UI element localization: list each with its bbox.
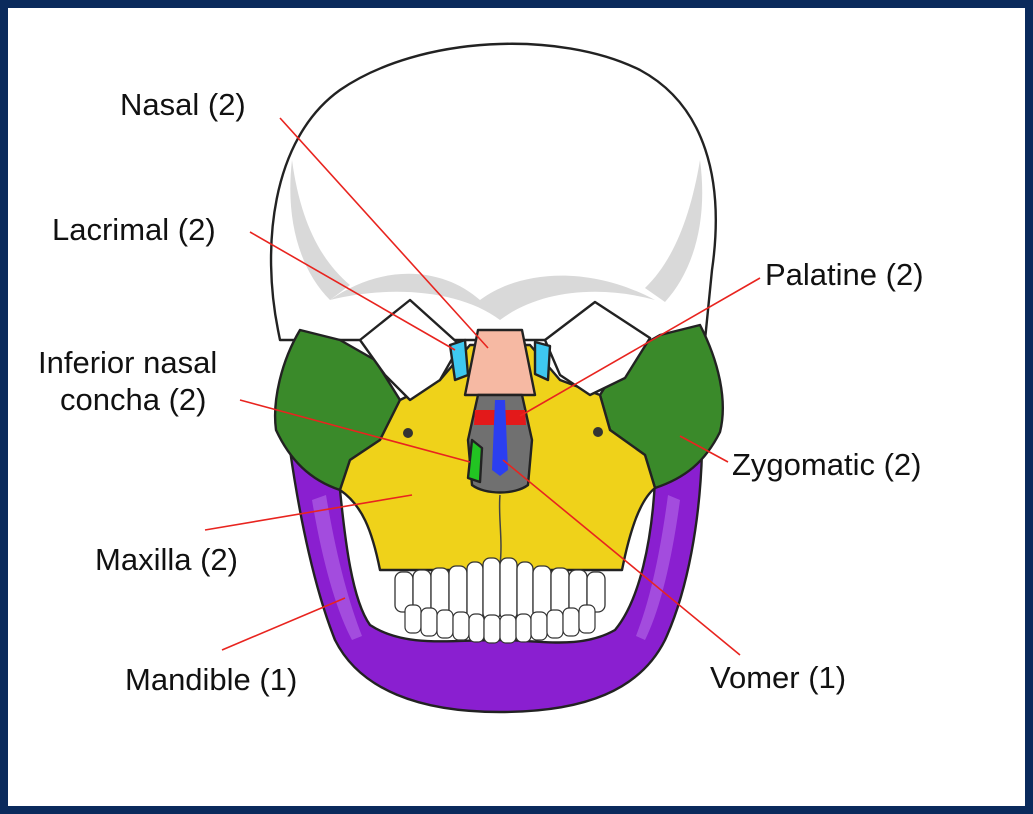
- upper-teeth: [394, 557, 606, 621]
- leader-concha: [239, 399, 471, 463]
- label-mandible: Mandible (1): [125, 662, 297, 697]
- leader-nasal: [279, 117, 489, 349]
- label-lacrimal: Lacrimal (2): [52, 212, 216, 247]
- mandible-highlight: [312, 495, 362, 640]
- leader-lines: [204, 117, 761, 656]
- leader-maxilla: [204, 494, 413, 531]
- label-zygomatic: Zygomatic (2): [732, 447, 921, 482]
- inferior-nasal-concha-left: [466, 438, 484, 484]
- infraorbital-foramen-left: [403, 428, 413, 438]
- label-maxilla: Maxilla (2): [95, 542, 238, 577]
- infraorbital-foramen-right: [593, 427, 603, 437]
- label-palatine: Palatine (2): [765, 257, 924, 292]
- nasal-bone: [463, 328, 537, 397]
- cranium-shading-right: [645, 160, 703, 302]
- leader-lacrimal: [249, 231, 456, 351]
- leader-vomer: [502, 459, 741, 656]
- mandible-highlight-right: [636, 495, 680, 640]
- cranium: [269, 42, 717, 342]
- label-concha-line2: concha (2): [60, 382, 206, 417]
- vomer-bone: [492, 400, 508, 476]
- orbit-left: [358, 298, 462, 402]
- brow-shading: [330, 273, 655, 320]
- leader-zygomatic: [679, 435, 729, 463]
- lacrimal-right: [533, 340, 552, 382]
- label-vomer: Vomer (1): [710, 660, 846, 695]
- leader-palatine: [519, 277, 761, 417]
- label-nasal: Nasal (2): [120, 87, 246, 122]
- label-concha-line1: Inferior nasal: [38, 345, 217, 380]
- lower-teeth: [404, 604, 596, 644]
- mandible: [288, 448, 704, 714]
- orbit-right: [543, 300, 652, 397]
- leader-mandible: [221, 597, 346, 651]
- maxilla-suture: [498, 494, 502, 566]
